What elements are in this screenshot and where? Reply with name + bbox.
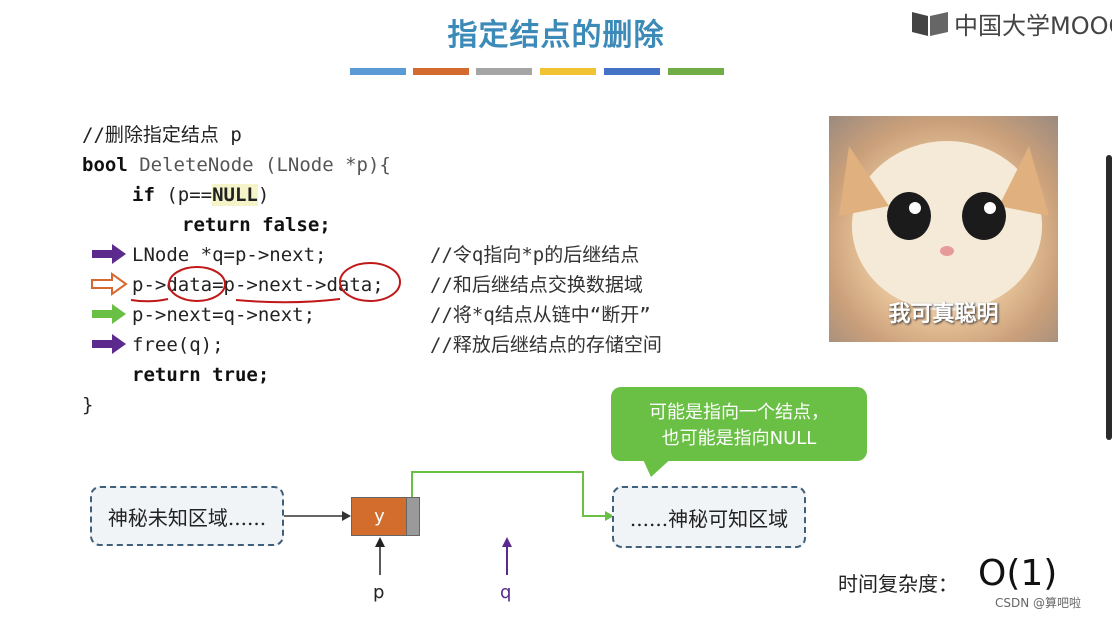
callout-tail	[641, 455, 675, 477]
step-arrow-icon-4	[92, 334, 126, 354]
accent-bar-4	[540, 68, 596, 75]
slide-title: 指定结点的删除	[447, 18, 665, 53]
step-arrow-icon-3	[92, 304, 126, 324]
logo-text: 中国大学MOOC	[954, 11, 1112, 40]
known-region-box: ......神秘可知区域	[612, 486, 806, 548]
cat-face-icon	[839, 141, 1049, 311]
node-next-field	[406, 497, 420, 536]
handwritten-underline-2	[235, 298, 341, 304]
code-line-if: if (p==NULL)	[132, 180, 269, 210]
callout-bubble: 可能是指向一个结点， 也可能是指向NULL	[611, 387, 867, 461]
code-line-free: free(q);	[132, 334, 224, 356]
accent-bar-3	[476, 68, 532, 75]
next-pointer-line	[411, 471, 605, 517]
csdn-watermark: CSDN @算吧啦	[995, 596, 1082, 610]
pointer-p-head	[375, 537, 385, 547]
complexity-value: O(1)	[978, 553, 1058, 594]
code-line-return-true: return true;	[132, 364, 270, 386]
unknown-region-label: 神秘未知区域......	[107, 505, 267, 530]
code-keyword-bool: bool	[82, 154, 128, 176]
comment-relink: //将*q结点从链中“断开”	[430, 304, 651, 326]
code-line-close-brace: }	[82, 394, 94, 416]
callout-line-2: 也可能是指向NULL	[661, 428, 817, 449]
comment-swap-data: //和后继结点交换数据域	[430, 274, 643, 296]
vertical-scrollbar[interactable]	[1106, 155, 1112, 440]
handwritten-circle-2	[339, 262, 401, 302]
mooc-logo: 中国大学MOOC	[910, 6, 1112, 40]
cat-caption: 我可真聪明	[888, 302, 999, 327]
unknown-region-box: 神秘未知区域......	[90, 486, 284, 546]
pointer-p-label: p	[373, 582, 385, 603]
known-region-label: ......神秘可知区域	[629, 506, 789, 531]
code-line-return-false: return false;	[182, 214, 331, 236]
accent-bar-5	[604, 68, 660, 75]
node-data-field: y	[351, 497, 408, 536]
code-line-signature: bool DeleteNode (LNode *p){	[82, 150, 391, 180]
book-logo-icon	[912, 12, 948, 36]
code-if-open: (p==	[166, 184, 213, 206]
link-arrow-in-head	[342, 511, 351, 521]
step-arrow-icon-2	[91, 272, 128, 296]
complexity-label: 时间复杂度：	[838, 572, 958, 596]
next-pointer-head	[605, 511, 614, 521]
code-null-highlight: NULL	[212, 184, 258, 206]
code-line-relink: p->next=q->next;	[132, 304, 316, 326]
code-line-comment: //删除指定结点 p	[82, 120, 242, 150]
handwritten-underline-1	[130, 298, 169, 303]
pointer-q-head	[502, 537, 512, 547]
code-keyword-if: if	[132, 184, 155, 206]
accent-bar-6	[668, 68, 724, 75]
accent-bar-2	[413, 68, 469, 75]
code-if-close: )	[257, 184, 270, 206]
comment-assign-q: //令q指向*p的后继结点	[430, 244, 640, 266]
cat-meme-image: 我可真聪明	[829, 116, 1058, 342]
code-function-signature: DeleteNode (LNode *p){	[139, 154, 391, 176]
code-comment-header: //删除指定结点 p	[82, 124, 242, 146]
code-line-assign-q: LNode *q=p->next;	[132, 244, 327, 266]
callout-line-1: 可能是指向一个结点，	[649, 402, 829, 423]
pointer-q-label: q	[500, 582, 512, 603]
handwritten-circle-1	[168, 266, 226, 302]
step-arrow-icon-1	[92, 244, 126, 264]
comment-free: //释放后继结点的存储空间	[430, 334, 662, 356]
accent-bar-1	[350, 68, 406, 75]
code-line-swap-data: p->data=p->next->data;	[132, 274, 384, 296]
